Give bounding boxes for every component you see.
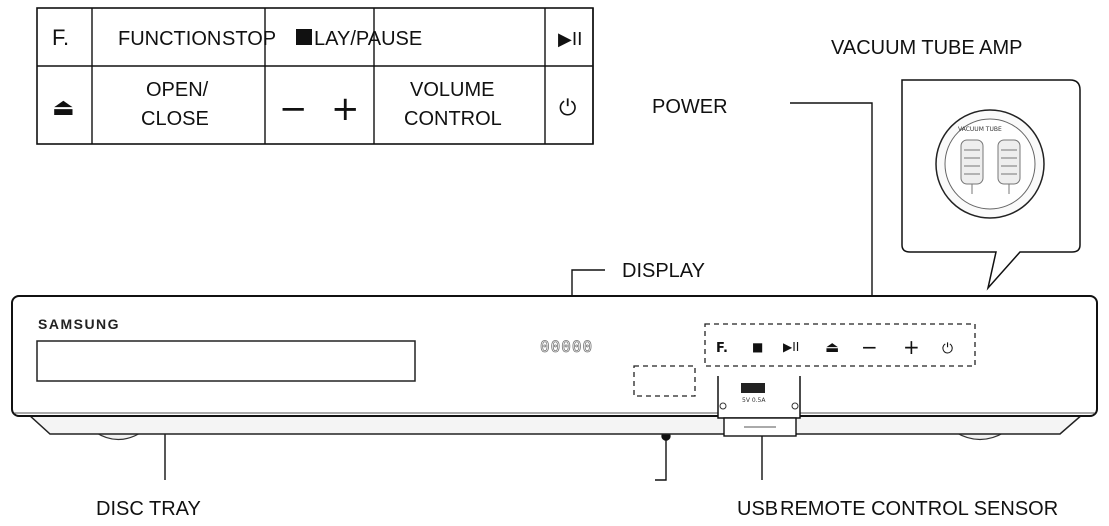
panel-stop-button: ■ [752,340,763,354]
panel-play-pause-button: ▶II [783,340,799,354]
tube-ring-text: VACUUM TUBE [958,126,1002,133]
vacuum-tube-inset: VACUUM TUBE [901,79,1081,291]
disc-tray-label: DISC TRAY [96,498,201,520]
remote-sensor-window [633,365,696,397]
device-body: SAMSUNG 00000 F. ■ ▶II ⏏ − + ⏻ 5V 0.5A [11,295,1098,441]
usb-port-module: 5V 0.5A [717,376,801,437]
power-label: POWER [652,96,728,118]
panel-eject-button: ⏏ [825,338,839,356]
remote-control-sensor-label: REMOTE CONTROL SENSOR [780,498,1058,520]
vacuum-tube-icon-left [960,139,984,194]
play-pause-symbol: ▶II [558,29,582,50]
panel-plus-button: + [903,335,920,359]
volume-label-line2: CONTROL [404,108,502,130]
power-symbol-icon: ⏻ [559,96,576,121]
usb-screw-right-icon [791,402,799,410]
display-label: DISPLAY [622,260,705,282]
device-front-panel [11,295,1098,417]
usb-leader-line [655,436,667,481]
panel-minus-button: − [861,335,878,359]
key-table: F. FUNCTION STOP LAY/PAUSE ▶II ⏏ OPEN/ C… [36,7,728,145]
vacuum-tube-amp-label: VACUUM TUBE AMP [831,37,1023,59]
brand-logo: SAMSUNG [38,316,120,332]
vacuum-tube-icon-right [997,139,1021,194]
open-close-label-line2: CLOSE [141,108,209,130]
usb-port-icon [741,383,765,393]
usb-port-rating: 5V 0.5A [742,397,766,404]
open-close-label-line1: OPEN/ [146,79,209,101]
display-readout: 00000 [540,337,593,356]
stop-label: STOP [222,28,276,50]
play-pause-label: LAY/PAUSE [314,28,422,50]
disc-tray-slot [36,340,416,382]
function-symbol: F. [52,25,69,50]
usb-label: USB [737,498,778,520]
usb-screw-left-icon [719,402,727,410]
panel-power-button: ⏻ [942,341,953,357]
volume-plus-icon: + [331,89,360,129]
volume-label-line1: VOLUME [410,79,494,101]
eject-icon: ⏏ [52,93,75,121]
volume-minus-icon: − [279,89,308,129]
panel-button-group [704,323,976,367]
power-leader-line [790,102,873,320]
stop-square-icon [296,29,312,45]
function-label: FUNCTION [118,28,221,50]
panel-function-button: F. [716,341,728,356]
